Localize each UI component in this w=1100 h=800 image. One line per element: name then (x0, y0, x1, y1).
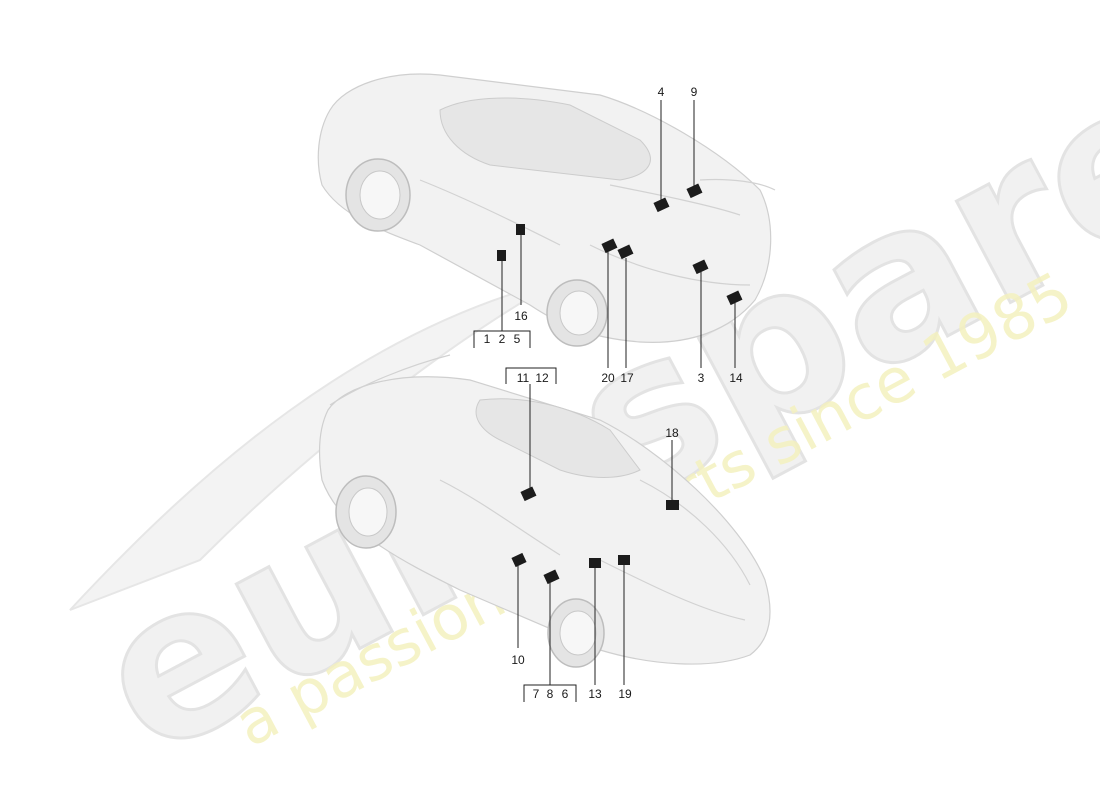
marker-4[interactable] (653, 197, 670, 213)
bracket-group-a (473, 330, 531, 348)
marker-7-8-6[interactable] (543, 569, 560, 585)
callout-9[interactable]: 9 (691, 85, 698, 99)
marker-1-2-5[interactable] (497, 250, 506, 261)
marker-14[interactable] (726, 290, 743, 306)
marker-20[interactable] (601, 238, 618, 254)
callout-20[interactable]: 20 (601, 371, 615, 385)
callout-4[interactable]: 4 (658, 85, 665, 99)
marker-10[interactable] (511, 552, 527, 568)
marker-13[interactable] (589, 558, 601, 568)
marker-19[interactable] (618, 555, 630, 565)
callout-17[interactable]: 17 (620, 371, 634, 385)
bracket-group-c (523, 684, 577, 702)
callout-6[interactable]: 6 (562, 687, 569, 701)
marker-9[interactable] (686, 183, 703, 199)
marker-3[interactable] (692, 259, 709, 275)
callout-13[interactable]: 13 (588, 687, 602, 701)
leader-lines (473, 100, 736, 702)
marker-17[interactable] (617, 244, 634, 260)
car-rear-rear-rim (559, 290, 599, 336)
callout-labels: 4 9 16 1 2 5 20 17 3 14 11 12 18 10 7 8 … (484, 85, 743, 701)
car-front-front-rim (559, 610, 597, 656)
callout-10[interactable]: 10 (511, 653, 525, 667)
car-rear-wing-line (699, 178, 776, 191)
callout-14[interactable]: 14 (729, 371, 743, 385)
label-markers (497, 183, 743, 585)
marker-16[interactable] (516, 224, 525, 235)
callout-16[interactable]: 16 (514, 309, 528, 323)
callout-11[interactable]: 11 (517, 371, 530, 385)
callout-12[interactable]: 12 (535, 371, 549, 385)
callout-5[interactable]: 5 (514, 332, 521, 346)
marker-11-12[interactable] (520, 486, 537, 502)
car-rear-front-rim (359, 170, 401, 220)
car-front-rear-rim (348, 487, 388, 537)
car-front-hood-line (439, 479, 751, 621)
callout-8[interactable]: 8 (547, 687, 554, 701)
callout-19[interactable]: 19 (618, 687, 632, 701)
car-front-rear-spoiler (329, 354, 451, 406)
car-front-view (318, 354, 771, 668)
callout-3[interactable]: 3 (698, 371, 705, 385)
bracket-group-b (505, 367, 557, 384)
callout-18[interactable]: 18 (665, 426, 679, 440)
callout-2[interactable]: 2 (499, 332, 506, 346)
car-front-windscreen (475, 398, 641, 478)
callout-1[interactable]: 1 (484, 332, 491, 346)
marker-18[interactable] (666, 500, 679, 510)
car-rear-view (317, 73, 776, 347)
car-rear-roof-glass (439, 97, 651, 181)
callout-7[interactable]: 7 (533, 687, 540, 701)
